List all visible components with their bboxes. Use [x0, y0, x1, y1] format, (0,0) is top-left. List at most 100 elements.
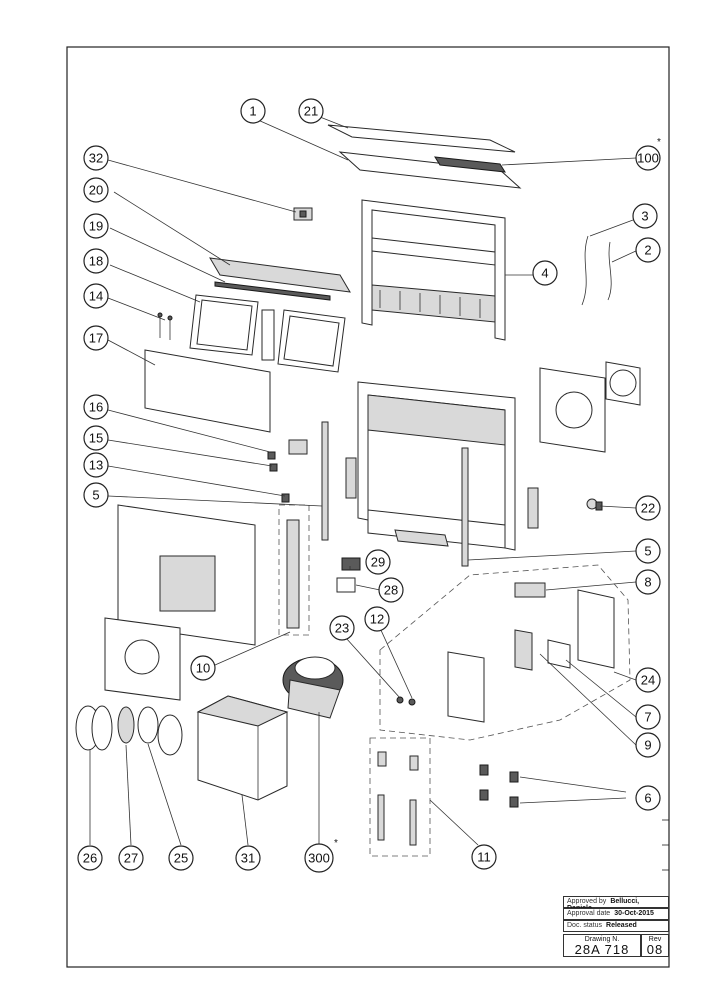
- callout-13: 13: [83, 452, 109, 478]
- svg-text:11: 11: [477, 850, 491, 865]
- callout-25: 25: [168, 845, 194, 871]
- callout-32: 32: [83, 145, 109, 171]
- callout-16: 16: [83, 394, 109, 420]
- svg-text:9: 9: [644, 738, 651, 753]
- svg-text:24: 24: [641, 673, 655, 688]
- part-10-side-panel: [104, 504, 256, 701]
- svg-text:28: 28: [384, 583, 398, 598]
- svg-text:5: 5: [92, 488, 99, 503]
- part-14-screws: [157, 312, 173, 340]
- part-31-housing-box: [196, 695, 289, 801]
- svg-text:5: 5: [644, 544, 651, 559]
- svg-text:27: 27: [124, 851, 138, 866]
- svg-text:20: 20: [89, 183, 103, 198]
- part-26-27-25-rings: [75, 705, 183, 756]
- part-29-28-boxes: [336, 557, 361, 593]
- callout-27: 27: [118, 845, 144, 871]
- part-22-clip: [586, 498, 603, 511]
- svg-text:25: 25: [174, 851, 188, 866]
- callout-9: 9: [635, 732, 661, 758]
- part-6-connectors: [479, 764, 519, 808]
- revision-cell: Rev 08: [641, 934, 669, 957]
- asterisk-300: *: [334, 838, 338, 849]
- svg-text:3: 3: [641, 209, 648, 224]
- approval-date-label: Approval date: [567, 910, 611, 917]
- part-18-filters: [189, 294, 346, 373]
- svg-text:16: 16: [89, 400, 103, 415]
- svg-text:6: 6: [644, 791, 651, 806]
- callout-15: 15: [83, 425, 109, 451]
- callout-17: 17: [83, 325, 109, 351]
- part-20-hood-strip: [209, 257, 351, 293]
- svg-text:23: 23: [335, 621, 349, 636]
- svg-text:300: 300: [308, 851, 330, 866]
- callout-26: 26: [77, 845, 103, 871]
- callout-20: 20: [83, 177, 109, 203]
- part-16-15-13-fittings: [267, 439, 308, 503]
- callout-19: 19: [83, 213, 109, 239]
- svg-text:8: 8: [644, 575, 651, 590]
- svg-text:18: 18: [89, 254, 103, 269]
- revision-value: 08: [646, 942, 664, 957]
- svg-text:29: 29: [371, 555, 385, 570]
- svg-text:2: 2: [644, 243, 651, 258]
- callout-12: 12: [364, 606, 390, 632]
- part-11-brackets: [369, 737, 431, 857]
- leader-lines: [89, 116, 639, 846]
- callout-1: 1: [240, 98, 266, 124]
- part-19-rod: [214, 281, 331, 301]
- svg-text:19: 19: [89, 219, 103, 234]
- part-32-bracket: [293, 207, 313, 221]
- svg-text:10: 10: [196, 661, 210, 676]
- drawing-number-value: 28A 718: [574, 942, 630, 957]
- approved-by-label: Approved by: [567, 898, 607, 905]
- callout-18: 18: [83, 248, 109, 274]
- callout-8: 8: [635, 569, 661, 595]
- svg-text:4: 4: [541, 266, 548, 281]
- svg-text:1: 1: [249, 104, 256, 119]
- callout-22: 22: [635, 495, 661, 521]
- svg-text:32: 32: [89, 151, 103, 166]
- callout-5-left: 5: [83, 482, 109, 508]
- callout-100: 100: [635, 145, 661, 171]
- callout-23: 23: [329, 615, 355, 641]
- part-5-rails: [321, 421, 469, 567]
- svg-text:14: 14: [89, 289, 103, 304]
- callout-3: 3: [632, 203, 658, 229]
- callout-31: 31: [235, 845, 261, 871]
- svg-text:12: 12: [370, 612, 384, 627]
- svg-text:21: 21: [304, 104, 318, 119]
- doc-status-value: Released: [606, 922, 637, 929]
- svg-text:100: 100: [637, 151, 659, 166]
- part-chassis: [345, 381, 539, 551]
- callout-28: 28: [378, 577, 404, 603]
- part-4-upper-frame: [361, 199, 506, 341]
- svg-text:22: 22: [641, 501, 655, 516]
- svg-text:26: 26: [83, 851, 97, 866]
- asterisk-100: *: [657, 137, 661, 148]
- callout-2: 2: [635, 237, 661, 263]
- part-10-column: [278, 504, 310, 636]
- callout-7: 7: [635, 704, 661, 730]
- part-17-glass-panel: [144, 349, 271, 433]
- callout-11: 11: [471, 844, 497, 870]
- svg-text:17: 17: [89, 331, 103, 346]
- svg-text:7: 7: [644, 710, 651, 725]
- callout-14: 14: [83, 283, 109, 309]
- svg-text:31: 31: [241, 851, 255, 866]
- part-300-blower: [282, 656, 344, 719]
- callout-4: 4: [532, 260, 558, 286]
- approval-date-value: 30-Oct-2015: [614, 910, 654, 917]
- part-24-electronics-group: [379, 564, 631, 741]
- callout-21: 21: [298, 98, 324, 124]
- drawing-number-label: Drawing N.: [584, 936, 620, 943]
- part-1-top-panel: [338, 151, 522, 189]
- revision-label: Rev: [648, 936, 662, 943]
- callout-300: 300: [304, 843, 334, 873]
- drawing-number-cell: Drawing N. 28A 718: [563, 934, 641, 957]
- doc-status-label: Doc. status: [567, 922, 603, 929]
